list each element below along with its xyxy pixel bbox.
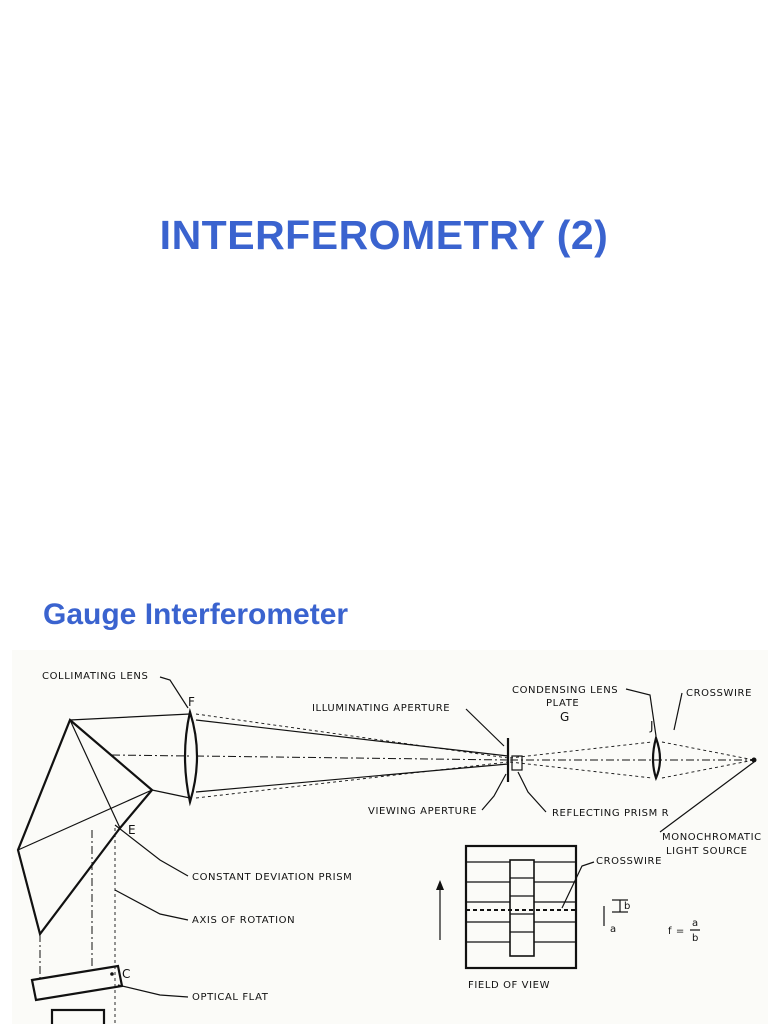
slide-title: INTERFEROMETRY (2) — [159, 212, 609, 258]
reflecting-prism-label: REFLECTING PRISM R — [552, 808, 669, 819]
optical-flat — [30, 964, 124, 1002]
point-c-label: C — [122, 967, 130, 981]
plate-label: PLATE — [546, 698, 579, 709]
condensing-lens — [651, 734, 662, 782]
field-of-view — [464, 844, 595, 970]
collimating-lens — [183, 707, 199, 807]
section-heading: Gauge Interferometer — [43, 598, 349, 631]
diagram-svg: COLLIMATING LENS F ILLUMINATING APERTURE… — [16, 671, 762, 1024]
axis-of-rotation-label: AXIS OF ROTATION — [192, 915, 295, 926]
crosswire-fov-label: CROSSWIRE — [596, 856, 662, 867]
condensing-lens-label: CONDENSING LENS — [512, 685, 618, 696]
collimating-lens-label: COLLIMATING LENS — [42, 671, 148, 682]
crosswire-top-label: CROSSWIRE — [686, 688, 752, 699]
optical-flat-label: OPTICAL FLAT — [192, 992, 269, 1003]
mark-b-label: b — [624, 901, 631, 912]
beam-middle — [111, 754, 191, 757]
gauge-interferometer-diagram: COLLIMATING LENS F ILLUMINATING APERTURE… — [12, 650, 768, 1024]
formula-lhs: f = — [668, 926, 685, 937]
beam-bottom — [151, 789, 191, 799]
monochromatic-label-2: LIGHT SOURCE — [666, 846, 748, 857]
point-e-label: E — [128, 823, 136, 837]
beam-top — [69, 713, 191, 721]
point-j-label: J — [649, 719, 654, 733]
monochromatic-label-1: MONOCHROMATIC — [662, 832, 762, 843]
point-g-label: G — [560, 710, 569, 724]
point-f-label: F — [188, 695, 195, 709]
constant-deviation-prism — [16, 718, 154, 937]
formula-numerator: a — [692, 918, 699, 929]
viewing-aperture-label: VIEWING APERTURE — [368, 806, 477, 817]
light-source-point — [751, 757, 757, 763]
constant-deviation-prism-label: CONSTANT DEVIATION PRISM — [192, 872, 352, 883]
formula-denominator: b — [692, 933, 699, 944]
field-of-view-label: FIELD OF VIEW — [468, 980, 550, 991]
illuminating-aperture-label: ILLUMINATING APERTURE — [312, 703, 450, 714]
gauge-block — [50, 1008, 106, 1024]
mark-a-label: a — [610, 924, 617, 935]
